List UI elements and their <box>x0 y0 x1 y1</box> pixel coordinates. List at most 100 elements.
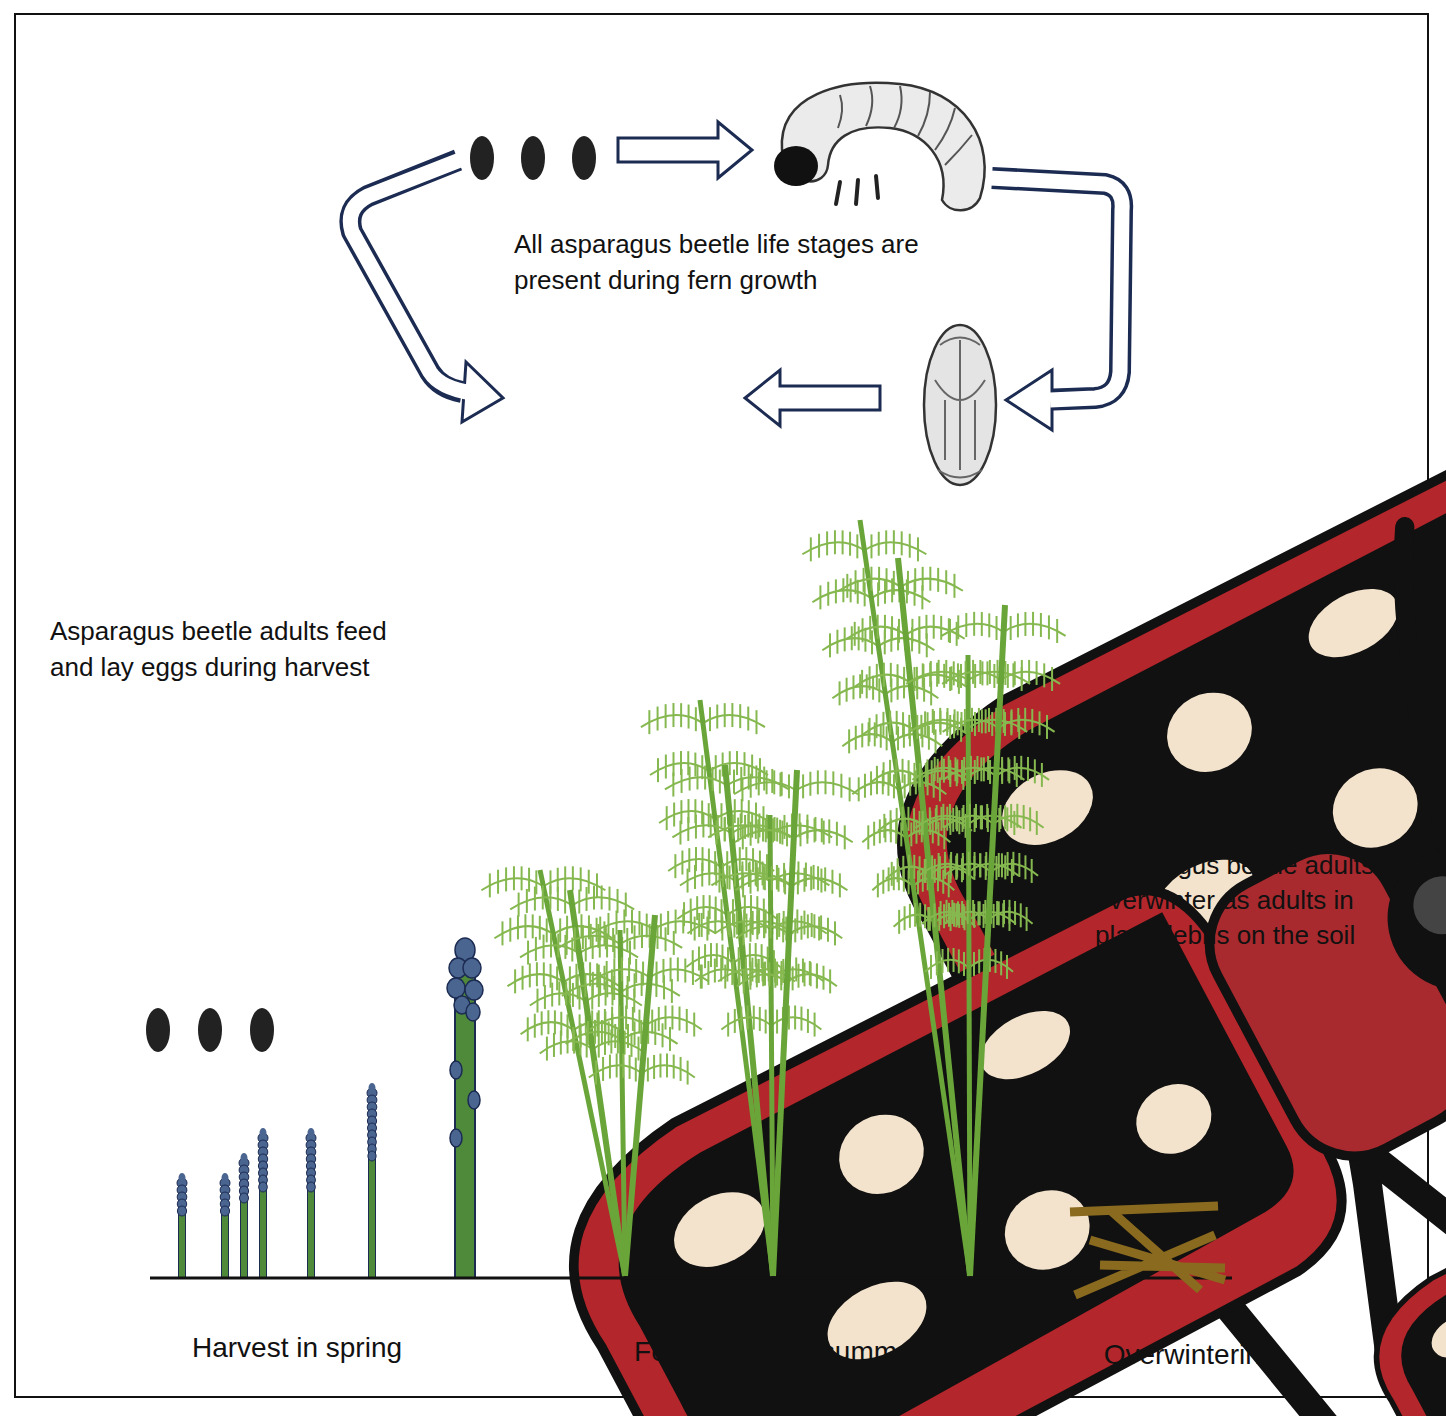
fern-needle <box>635 959 637 983</box>
fern-needle <box>987 756 989 780</box>
fern-needle <box>807 914 809 938</box>
fern-needle <box>907 807 909 831</box>
fern-needle <box>586 887 588 911</box>
fern-needle <box>776 916 778 940</box>
fern-needle <box>824 770 826 794</box>
fern-needle <box>724 817 726 841</box>
fern-needle <box>916 715 918 739</box>
fern-needle <box>1004 805 1006 829</box>
fern-needle <box>657 707 659 731</box>
larva-head <box>774 146 818 186</box>
spear-tip <box>368 1151 376 1161</box>
fern-needle <box>756 963 758 987</box>
fern-needle <box>646 914 648 938</box>
fern-needle <box>677 957 679 981</box>
fern-needle <box>823 821 825 845</box>
fern-needle <box>940 901 942 925</box>
fern-needle <box>572 1027 574 1051</box>
fern-needle <box>755 710 757 734</box>
fern-needle <box>779 773 781 797</box>
fern-needle <box>864 774 866 798</box>
fern-needle <box>559 918 561 942</box>
fern-needle <box>955 903 957 927</box>
fern-needle <box>584 973 586 997</box>
fern-needle <box>740 1007 742 1031</box>
fern-needle <box>979 660 981 684</box>
fern-needle <box>574 927 576 951</box>
fern-needle <box>1036 811 1038 835</box>
fern-needle <box>859 674 861 698</box>
fern-needle <box>634 925 636 949</box>
fern-needle <box>1048 615 1050 639</box>
fern-needle <box>842 530 844 554</box>
fern-needle <box>821 818 823 842</box>
plant-debris <box>1070 1206 1225 1295</box>
fern-needle <box>958 949 960 973</box>
fern-needle <box>820 915 822 939</box>
fern-needle <box>755 815 757 839</box>
fern-needle <box>834 921 836 945</box>
fern-needle <box>799 822 801 846</box>
fern-needle <box>714 909 716 933</box>
fern-needle <box>781 772 783 796</box>
fern-needle <box>967 900 969 924</box>
fern-needle <box>814 818 816 842</box>
fern-needle <box>592 935 594 959</box>
fern-needle <box>901 531 903 555</box>
fern-needle <box>505 867 507 891</box>
fern-needle <box>742 825 744 849</box>
fern-needle <box>776 1010 778 1034</box>
fern-needle <box>604 1009 606 1033</box>
fern-needle <box>1056 619 1058 643</box>
fern-needle <box>1018 853 1020 877</box>
fern-needle <box>978 708 980 732</box>
fern-needle <box>890 663 892 687</box>
fern-needle <box>896 711 898 735</box>
fern-needle <box>658 1007 660 1031</box>
fern-needle <box>599 917 601 941</box>
fern-needle <box>814 1013 816 1037</box>
fern-needle <box>1024 708 1026 732</box>
caption-text: Asparagus beetle adults overwinter as ad… <box>1095 848 1387 988</box>
fern-needle <box>813 914 815 938</box>
fern-needle <box>635 1058 637 1082</box>
fern-needle <box>976 756 978 780</box>
fern-needle <box>1016 804 1018 828</box>
fern-needle <box>776 818 778 842</box>
spear-tip <box>260 1128 267 1138</box>
fern-needle <box>811 913 813 937</box>
fern-needle <box>625 1006 627 1030</box>
fern-needle <box>877 615 879 639</box>
spear-tip <box>450 1129 462 1147</box>
fern-needle <box>937 759 939 783</box>
fern-needle <box>1007 757 1009 781</box>
fern-needle <box>701 965 703 989</box>
fern-needle <box>734 799 736 823</box>
fern-needle <box>605 925 607 949</box>
fern-needle <box>1001 760 1003 784</box>
fern-needle <box>919 903 921 927</box>
fern-needle <box>807 1009 809 1033</box>
fern-needle <box>501 921 503 945</box>
fern-stem <box>725 765 773 1276</box>
fern-needle <box>687 1061 689 1085</box>
fern-needle <box>595 1061 597 1085</box>
fern-needle <box>950 907 952 931</box>
cycle-arrow <box>745 370 880 426</box>
fern-needle <box>727 1013 729 1037</box>
fern-needle <box>849 777 851 801</box>
fern-needle <box>671 979 673 1003</box>
fern-needle <box>925 615 927 639</box>
fern-needle <box>820 869 822 893</box>
fern-needle <box>918 616 920 640</box>
fern-needle <box>854 622 856 646</box>
fern-needle <box>794 1005 796 1029</box>
fern-needle <box>745 914 747 938</box>
fern-needle <box>749 966 751 990</box>
fern-needle <box>594 1020 596 1044</box>
fern-needle <box>884 615 886 639</box>
fern-needle <box>618 1005 620 1029</box>
egg <box>572 136 596 180</box>
fern-needle <box>1017 613 1019 637</box>
fern-needle <box>961 901 963 925</box>
